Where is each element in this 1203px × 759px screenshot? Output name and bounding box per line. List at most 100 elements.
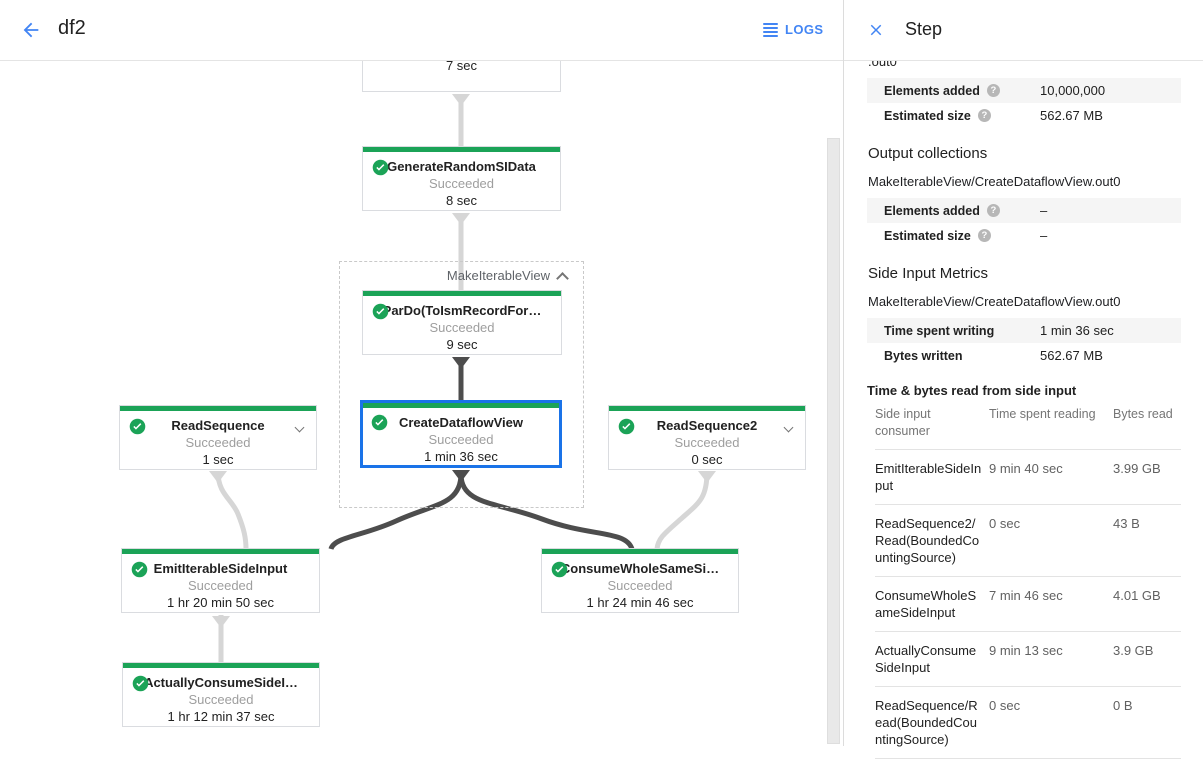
chevron-down-icon[interactable]: [782, 418, 794, 433]
node-status: Succeeded: [428, 176, 495, 191]
arrowhead-createview: [452, 470, 470, 482]
graph-node-pardo[interactable]: ParDo(ToIsmRecordFor… Succeeded 9 sec: [362, 290, 562, 355]
panel-divider: [843, 0, 844, 746]
help-icon[interactable]: ?: [986, 84, 1000, 97]
graph-node-createdataflowview[interactable]: CreateDataflowView Succeeded 1 min 36 se…: [360, 400, 562, 468]
node-title: ReadSequence2: [656, 418, 758, 433]
output-collections-heading: Output collections: [868, 145, 988, 162]
node-duration: 7 sec: [445, 58, 478, 73]
help-icon[interactable]: ?: [977, 229, 991, 242]
node-title: ParDo(ToIsmRecordFor…: [382, 303, 542, 318]
success-check-icon: [551, 561, 568, 578]
help-icon[interactable]: ?: [986, 204, 1000, 217]
collapse-caret-icon[interactable]: [556, 272, 569, 285]
metric-value: 10,000,000: [1040, 83, 1106, 98]
metric-value: 562.67 MB: [1040, 108, 1103, 123]
graph-node-emititerablesideinput[interactable]: EmitIterableSideInput Succeeded 1 hr 20 …: [121, 548, 320, 613]
time-cell: 0 sec: [989, 516, 1021, 531]
metric-row: Estimated size ? 562.67 MB: [867, 103, 1181, 128]
bytes-cell: 3.9 GB: [1113, 643, 1154, 658]
help-icon[interactable]: ?: [977, 109, 991, 122]
time-cell: 7 min 46 sec: [989, 588, 1063, 603]
consumer-cell: ReadSequence/Read(BoundedCountingSource): [875, 698, 978, 747]
graph-vertical-scrollbar[interactable]: [827, 138, 840, 744]
metric-label: Elements added: [884, 203, 980, 218]
consumer-cell: ConsumeWholeSameSideInput: [875, 588, 977, 620]
close-icon[interactable]: [867, 21, 885, 39]
node-status-bar: [363, 403, 559, 408]
metric-value: –: [1040, 228, 1048, 243]
side-input-metrics-heading: Side Input Metrics: [868, 265, 989, 282]
table-header-row: Side input consumer Time spent reading B…: [875, 402, 1181, 450]
back-arrow-icon[interactable]: [20, 19, 42, 41]
graph-node-consumewholesamesideinput[interactable]: ConsumeWholeSameSi… Succeeded 1 hr 24 mi…: [541, 548, 739, 613]
node-title: ActuallyConsumeSideI…: [144, 675, 298, 690]
node-status: Succeeded: [428, 432, 494, 447]
node-status-bar: [122, 549, 319, 554]
table-row: ReadSequence2/Read(BoundedCountingSource…: [875, 505, 1181, 577]
time-cell: 9 min 13 sec: [989, 643, 1063, 658]
node-duration: 1 hr 20 min 50 sec: [167, 595, 274, 610]
step-details-panel: Step .out0 Elements added ? 10,000,000 E…: [844, 0, 1203, 759]
logs-icon: [763, 21, 778, 39]
makeiterableview-group-label[interactable]: MakeIterableView: [339, 268, 569, 285]
node-status: Succeeded: [607, 578, 673, 593]
clipped-collection-text: .out0: [868, 61, 897, 69]
success-check-icon: [618, 418, 635, 435]
bytes-cell: 0 B: [1113, 698, 1133, 713]
graph-node-readsequence2[interactable]: ReadSequence2 Succeeded 0 sec: [608, 405, 806, 470]
metric-row: Estimated size ? –: [867, 223, 1181, 248]
metric-row: Elements added ? 10,000,000: [867, 78, 1181, 103]
consumer-cell: ActuallyConsumeSideInput: [875, 643, 977, 675]
arrowhead-pardo: [452, 357, 470, 369]
job-header: df2 LOGS: [0, 0, 844, 61]
node-duration: 1 min 36 sec: [424, 449, 498, 464]
success-check-icon: [372, 159, 389, 176]
metric-label: Estimated size: [884, 108, 971, 123]
node-status: Succeeded: [185, 435, 251, 450]
node-status: Succeeded: [429, 320, 495, 335]
node-title: ConsumeWholeSameSi…: [560, 561, 720, 576]
bytes-cell: 4.01 GB: [1113, 588, 1161, 603]
graph-node-actuallyconsumesideinput[interactable]: ActuallyConsumeSideI… Succeeded 1 hr 12 …: [122, 662, 320, 727]
clipped-collection-name: .out0: [868, 61, 1203, 72]
node-status-bar: [363, 147, 560, 152]
side-input-collection-name: MakeIterableView/CreateDataflowView.out0: [868, 294, 1121, 309]
group-label-text: MakeIterableView: [446, 268, 550, 283]
arrowhead-generate: [452, 213, 470, 225]
success-check-icon: [131, 561, 148, 578]
metric-label: Estimated size: [884, 228, 971, 243]
arrowhead-emit: [212, 616, 230, 628]
logs-button[interactable]: LOGS: [763, 21, 823, 39]
chevron-down-icon[interactable]: [293, 418, 305, 433]
column-header: Time spent reading: [989, 407, 1096, 421]
column-header: Side input consumer: [875, 407, 931, 438]
node-status: Succeeded: [674, 435, 740, 450]
success-check-icon: [132, 675, 149, 692]
consumer-cell: ReadSequence2/Read(BoundedCountingSource…: [875, 516, 980, 565]
column-header: Bytes read: [1113, 407, 1173, 421]
node-status-bar: [120, 406, 316, 411]
node-duration: 1 hr 12 min 37 sec: [167, 709, 275, 724]
node-title: ReadSequence: [171, 418, 265, 433]
arrowhead-source: [452, 94, 470, 106]
graph-edges: [209, 94, 716, 662]
time-cell: 0 sec: [989, 698, 1021, 713]
job-graph-canvas[interactable]: MakeIterableView Succeeded 7 sec Generat…: [0, 0, 843, 746]
panel-title: Step: [905, 19, 943, 39]
metric-row: Elements added ? –: [867, 198, 1181, 223]
step-panel-header: Step: [844, 0, 1203, 61]
metric-row: Time spent writing 1 min 36 sec: [867, 318, 1181, 343]
edge-createview-to-emit: [328, 473, 464, 551]
node-status-bar: [542, 549, 738, 554]
node-title: GenerateRandomSIData: [387, 159, 536, 174]
metric-row: Bytes written 562.67 MB: [867, 343, 1181, 368]
side-input-table-heading: Time & bytes read from side input: [867, 383, 1077, 398]
graph-node-generaterandomsidata[interactable]: GenerateRandomSIData Succeeded 8 sec: [362, 146, 561, 211]
arrowhead-readsequence2: [698, 471, 716, 483]
success-check-icon: [129, 418, 146, 435]
metric-label: Time spent writing: [884, 323, 995, 338]
graph-node-readsequence[interactable]: ReadSequence Succeeded 1 sec: [119, 405, 317, 470]
metric-value: 562.67 MB: [1040, 348, 1103, 363]
node-duration: 0 sec: [691, 452, 723, 467]
